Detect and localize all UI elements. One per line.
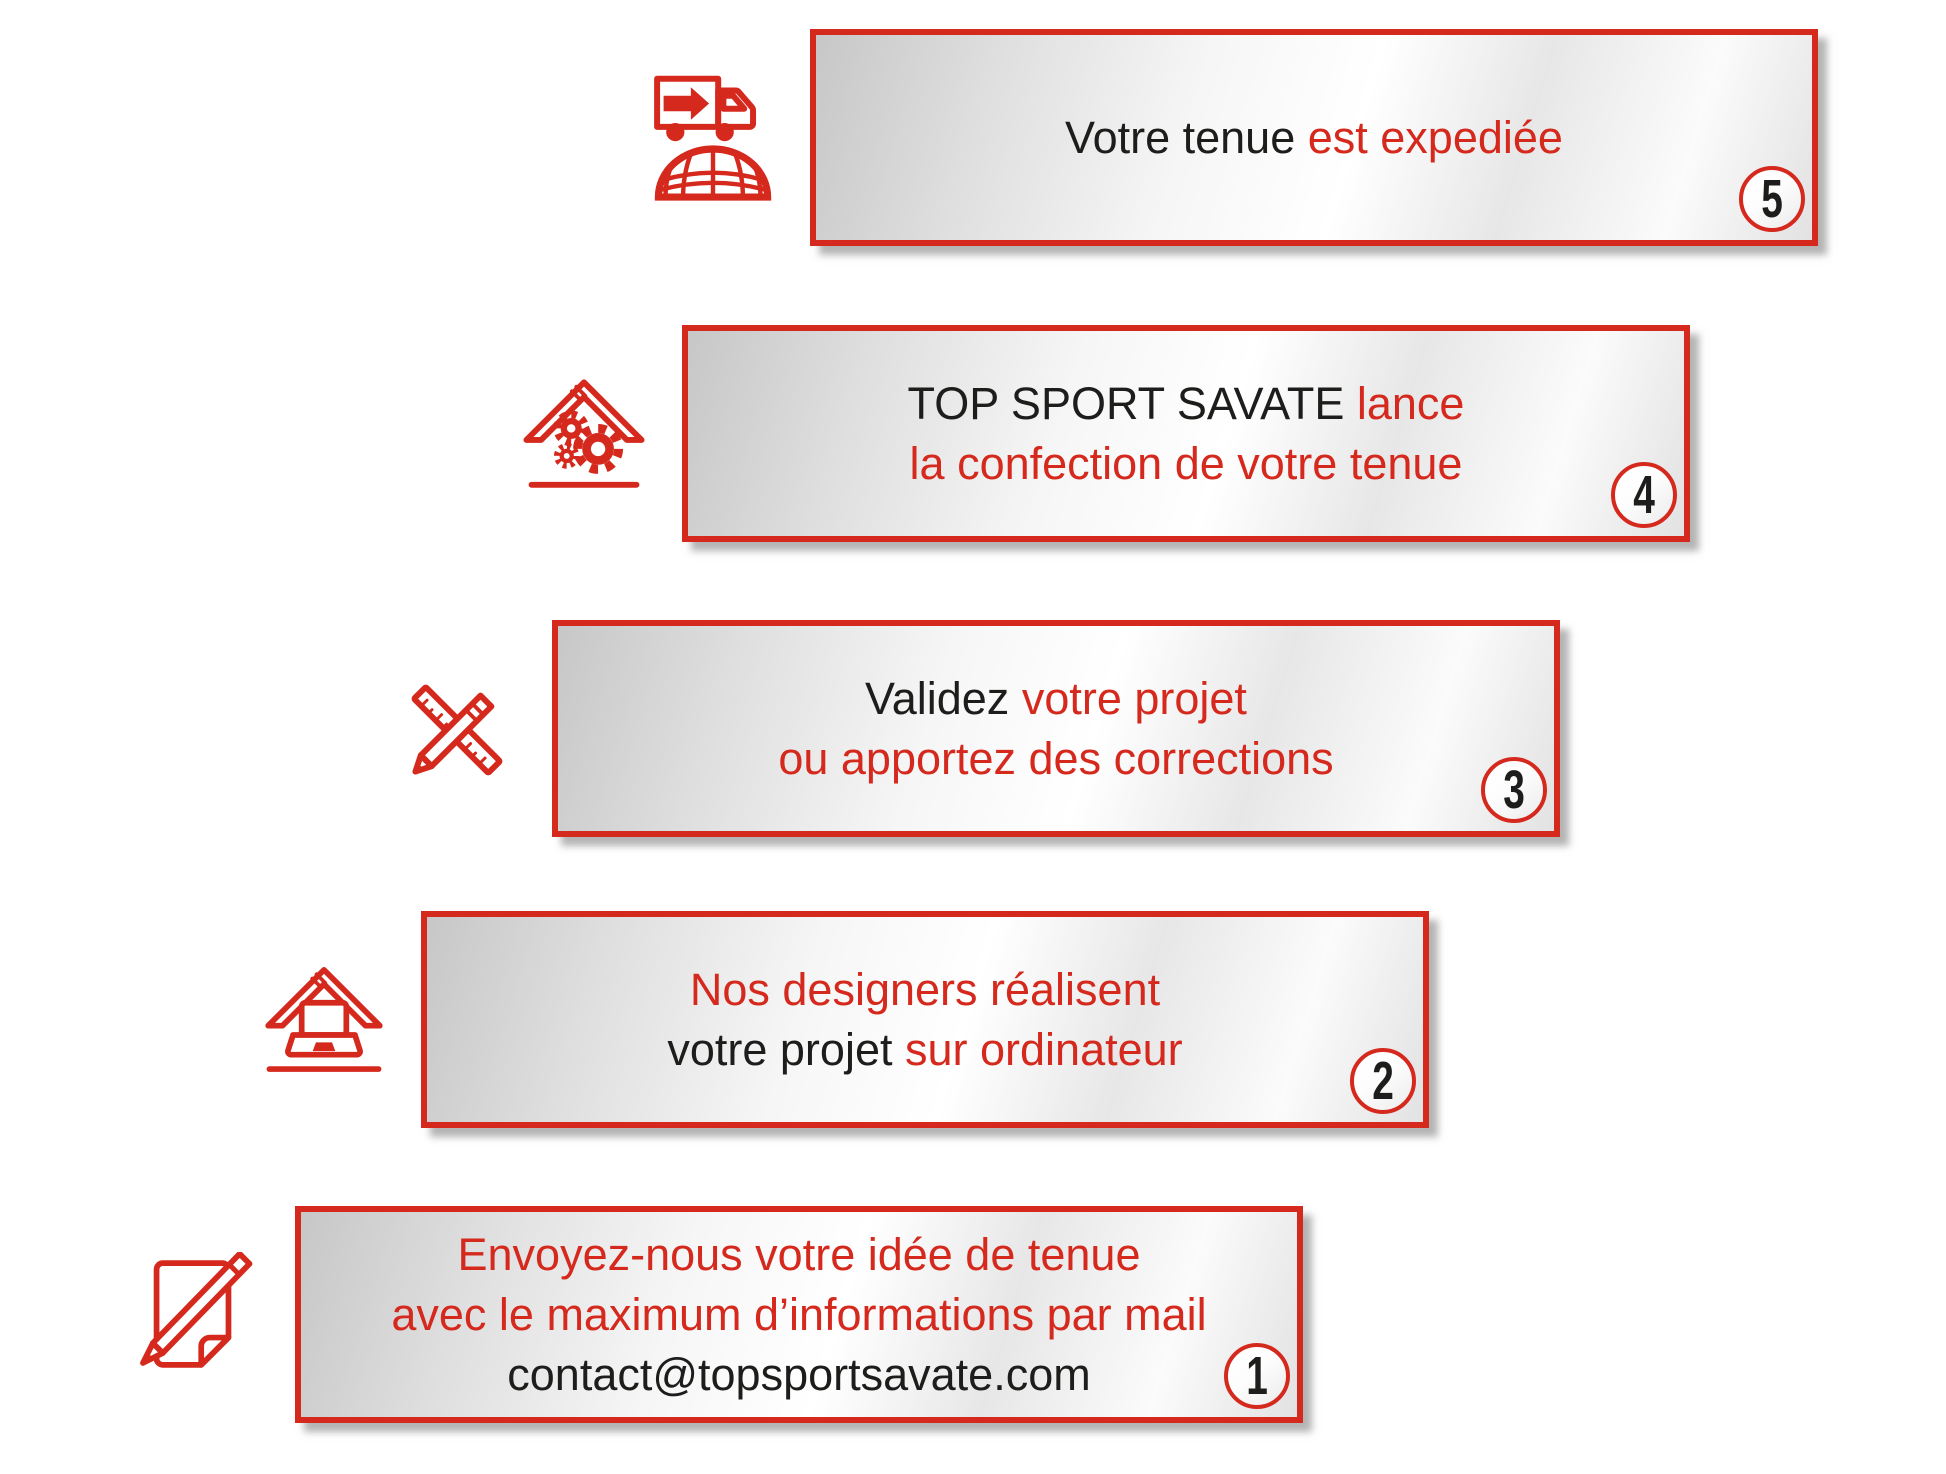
step-3-line-1-seg-2: votre projet bbox=[1021, 672, 1247, 724]
step-2-line-2: votre projet sur ordinateur bbox=[667, 1020, 1182, 1080]
step-4-line-1: TOP SPORT SAVATE lance bbox=[908, 374, 1465, 434]
step-4-box: TOP SPORT SAVATE lance la confection de … bbox=[682, 325, 1690, 542]
step-4-line-2: la confection de votre tenue bbox=[910, 434, 1463, 494]
step-1-line-1-seg-1: Envoyez-nous votre idée de tenue bbox=[457, 1228, 1141, 1280]
step-3-line-1-seg-1: Validez bbox=[865, 672, 1022, 724]
step-4-number: 4 bbox=[1633, 465, 1655, 525]
step-2-line-1-seg-1: Nos designers réalisent bbox=[689, 963, 1161, 1015]
step-2-number: 2 bbox=[1372, 1051, 1394, 1111]
step-1-number: 1 bbox=[1246, 1346, 1268, 1406]
step-3-number-badge: 3 bbox=[1481, 757, 1547, 823]
step-1-email-text: contact@topsportsavate.com bbox=[507, 1348, 1091, 1400]
step-3-line-2: ou apportez des corrections bbox=[778, 729, 1333, 789]
step-5-line-1-seg-2: est expediée bbox=[1307, 111, 1563, 163]
step-3-number: 3 bbox=[1503, 760, 1525, 820]
step-3-box: Validez votre projet ou apportez des cor… bbox=[552, 620, 1560, 837]
truck-globe-icon bbox=[654, 75, 772, 201]
step-5-box: Votre tenue est expediée 5 bbox=[810, 29, 1818, 246]
step-5-number-badge: 5 bbox=[1739, 166, 1805, 232]
step-4-line-1-seg-2: lance bbox=[1356, 377, 1465, 429]
step-3-line-1: Validez votre projet bbox=[865, 669, 1247, 729]
step-1-box: Envoyez-nous votre idée de tenue avec le… bbox=[295, 1206, 1303, 1423]
step-2-line-2-seg-2: sur ordinateur bbox=[904, 1023, 1183, 1075]
step-5-number: 5 bbox=[1761, 169, 1783, 229]
step-1-line-3: contact@topsportsavate.com bbox=[507, 1345, 1090, 1405]
step-4-number-badge: 4 bbox=[1611, 462, 1677, 528]
step-1-line-2: avec le maximum d’informations par mail bbox=[391, 1285, 1206, 1345]
step-5-line-1-seg-1: Votre tenue bbox=[1065, 111, 1308, 163]
step-1-number-badge: 1 bbox=[1224, 1343, 1290, 1409]
step-5-line-1: Votre tenue est expediée bbox=[1065, 108, 1563, 168]
roof-gears-icon bbox=[523, 379, 645, 488]
roof-laptop-icon bbox=[265, 967, 383, 1072]
ruler-pencil-icon bbox=[411, 684, 503, 776]
pencil-note-icon bbox=[140, 1252, 253, 1368]
step-1-line-2-seg-1: avec le maximum d’informations par mail bbox=[391, 1288, 1207, 1340]
step-2-box: Nos designers réalisent votre projet sur… bbox=[421, 911, 1429, 1128]
step-4-line-2-seg-1: la confection de votre tenue bbox=[909, 437, 1463, 489]
step-2-number-badge: 2 bbox=[1350, 1048, 1416, 1114]
step-3-line-2-seg-1: ou apportez des corrections bbox=[778, 732, 1334, 784]
step-1-line-1: Envoyez-nous votre idée de tenue bbox=[458, 1225, 1141, 1285]
step-2-line-1: Nos designers réalisent bbox=[690, 960, 1160, 1020]
step-2-line-2-seg-1: votre projet bbox=[667, 1023, 905, 1075]
step-4-line-1-seg-1: TOP SPORT SAVATE bbox=[907, 377, 1357, 429]
